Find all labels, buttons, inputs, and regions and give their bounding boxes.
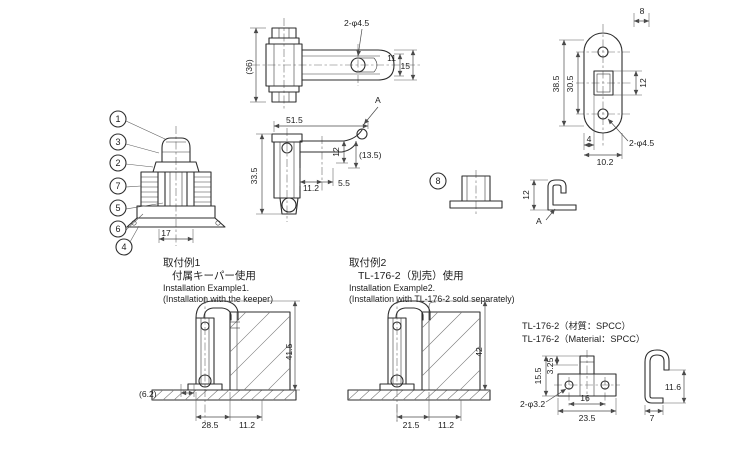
dim-33-5: 33.5 <box>249 167 259 184</box>
dim-13-5: (13.5) <box>359 150 382 160</box>
installation-example-1: 取付例1 付属キーパー使用 Installation Example1. (In… <box>139 256 300 430</box>
install1-subtitle-en: (Installation with the keeper) <box>163 294 273 304</box>
install2-subtitle-en: (Installation with TL-176-2 sold separat… <box>349 294 515 304</box>
callout-5: 5 <box>109 199 127 217</box>
section-label-a: A <box>375 95 381 105</box>
top-plan-view: (36) 2-φ4.5 11 15 <box>244 18 422 110</box>
callout-7-label: 7 <box>115 181 120 191</box>
dim-7: 7 <box>650 413 655 423</box>
dim-30-5: 30.5 <box>565 75 575 92</box>
installation-example-2: 取付例2 TL-176-2（別売）使用 Installation Example… <box>347 256 515 430</box>
dim-28-5: 28.5 <box>202 420 219 430</box>
dim-42: 42 <box>474 347 484 357</box>
callout-2: 2 <box>109 154 127 172</box>
dim-4: 4 <box>587 134 592 144</box>
callout-8: 8 <box>429 172 447 190</box>
tl176-title-en: TL-176-2（Material：SPCC） <box>522 334 645 344</box>
dim-11-6: 11.6 <box>665 382 681 392</box>
dim-12-keeper: 12 <box>521 190 531 200</box>
callout-6-label: 6 <box>115 224 120 234</box>
callout-8-label: 8 <box>435 176 440 186</box>
dim-12-side: 12 <box>331 147 341 157</box>
dim-2-phi45-top: 2-φ4.5 <box>344 18 369 28</box>
callout-3-label: 3 <box>115 137 120 147</box>
callout-4: 4 <box>115 238 133 256</box>
dim-21-5: 21.5 <box>403 420 420 430</box>
install2-title-en: Installation Example2. <box>349 283 435 293</box>
dim-12-plate: 12 <box>638 78 648 88</box>
dim-11-2-side: 11.2 <box>303 183 319 193</box>
dim-2-phi32: 2-φ3.2 <box>520 399 545 409</box>
install1-title-jp: 取付例1 <box>163 256 200 269</box>
dim-3-25: 3.25 <box>545 357 555 374</box>
dim-23-5: 23.5 <box>579 413 596 423</box>
dim-36: (36) <box>244 59 254 74</box>
front-view: 17 1 3 2 7 5 6 <box>109 110 226 256</box>
install1-title-en: Installation Example1. <box>163 283 249 293</box>
dim-2-phi45-plate: 2-φ4.5 <box>629 138 654 148</box>
dim-51-5: 51.5 <box>286 115 303 125</box>
install1-subtitle-jp: 付属キーパー使用 <box>172 269 256 282</box>
callout-1-label: 1 <box>115 114 120 124</box>
callout-7: 7 <box>109 177 127 195</box>
callout-1: 1 <box>109 110 127 128</box>
dim-6-2: (6.2) <box>139 389 157 399</box>
dim-16: 16 <box>580 393 590 403</box>
dim-17: 17 <box>161 228 171 238</box>
dim-10-2: 10.2 <box>597 157 614 167</box>
callout-3: 3 <box>109 133 127 151</box>
install2-subtitle-jp: TL-176-2（別売）使用 <box>358 269 464 282</box>
section-label-a2: A <box>536 216 542 226</box>
tl176-title-jp: TL-176-2（材質：SPCC） <box>522 320 631 331</box>
side-view: 51.5 A 12 (13.5) 33.5 11.2 5.5 <box>249 95 382 222</box>
dim-38-5: 38.5 <box>551 75 561 92</box>
dim-11-2-ex2: 11.2 <box>438 420 454 430</box>
dim-11-2-ex1: 11.2 <box>239 420 255 430</box>
keeper-part-view: 8 12 A <box>429 170 577 226</box>
callout-5-label: 5 <box>115 203 120 213</box>
install2-title-jp: 取付例2 <box>349 256 386 269</box>
callout-6: 6 <box>109 220 127 238</box>
dim-5-5: 5.5 <box>338 178 350 188</box>
dim-15: 15 <box>400 61 410 71</box>
dim-15-5: 15.5 <box>533 367 543 384</box>
tl176-detail: TL-176-2（材質：SPCC） TL-176-2（Material：SPCC… <box>520 320 687 423</box>
mounting-plate-view: 8 38.5 30.5 12 4 10.2 2-φ4.5 <box>551 6 654 167</box>
dim-11: 11 <box>387 53 396 63</box>
callout-4-label: 4 <box>121 242 126 252</box>
dim-8: 8 <box>640 6 645 16</box>
callout-2-label: 2 <box>115 158 120 168</box>
dim-41-5: 41.5 <box>284 343 294 360</box>
